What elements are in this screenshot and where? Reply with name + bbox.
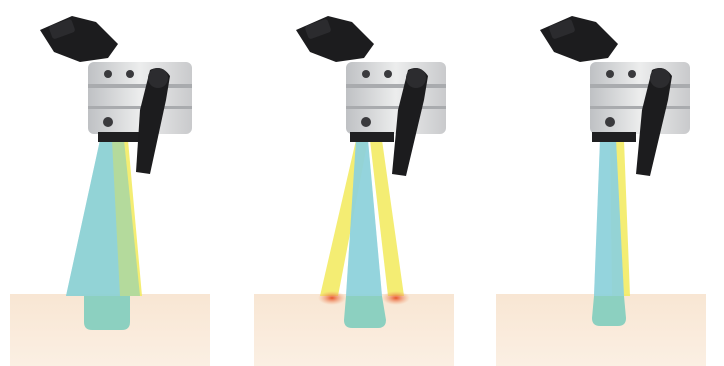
panel-crossing-beams-illustration (242, 0, 482, 366)
objective-lens (98, 132, 142, 142)
panel-narrow-beams (484, 0, 724, 366)
tissue-penetration (592, 296, 626, 326)
objective-lens (592, 132, 636, 142)
microscope-body (346, 62, 446, 134)
hotspot-right (382, 291, 410, 305)
microscope-body (590, 62, 690, 134)
tissue-penetration (84, 296, 130, 330)
microscope-binocular-head (540, 16, 618, 62)
panel-crossing-beams (242, 0, 482, 366)
microscope-binocular-head (296, 16, 374, 62)
microscope (296, 16, 446, 176)
panel-wide-beam-illustration (0, 0, 240, 366)
microscope-binocular-head (40, 16, 118, 62)
hotspot-left (318, 291, 346, 305)
panel-wide-beam (0, 0, 240, 366)
tissue-penetration (344, 296, 386, 328)
panel-narrow-beams-illustration (484, 0, 724, 366)
objective-lens (350, 132, 394, 142)
